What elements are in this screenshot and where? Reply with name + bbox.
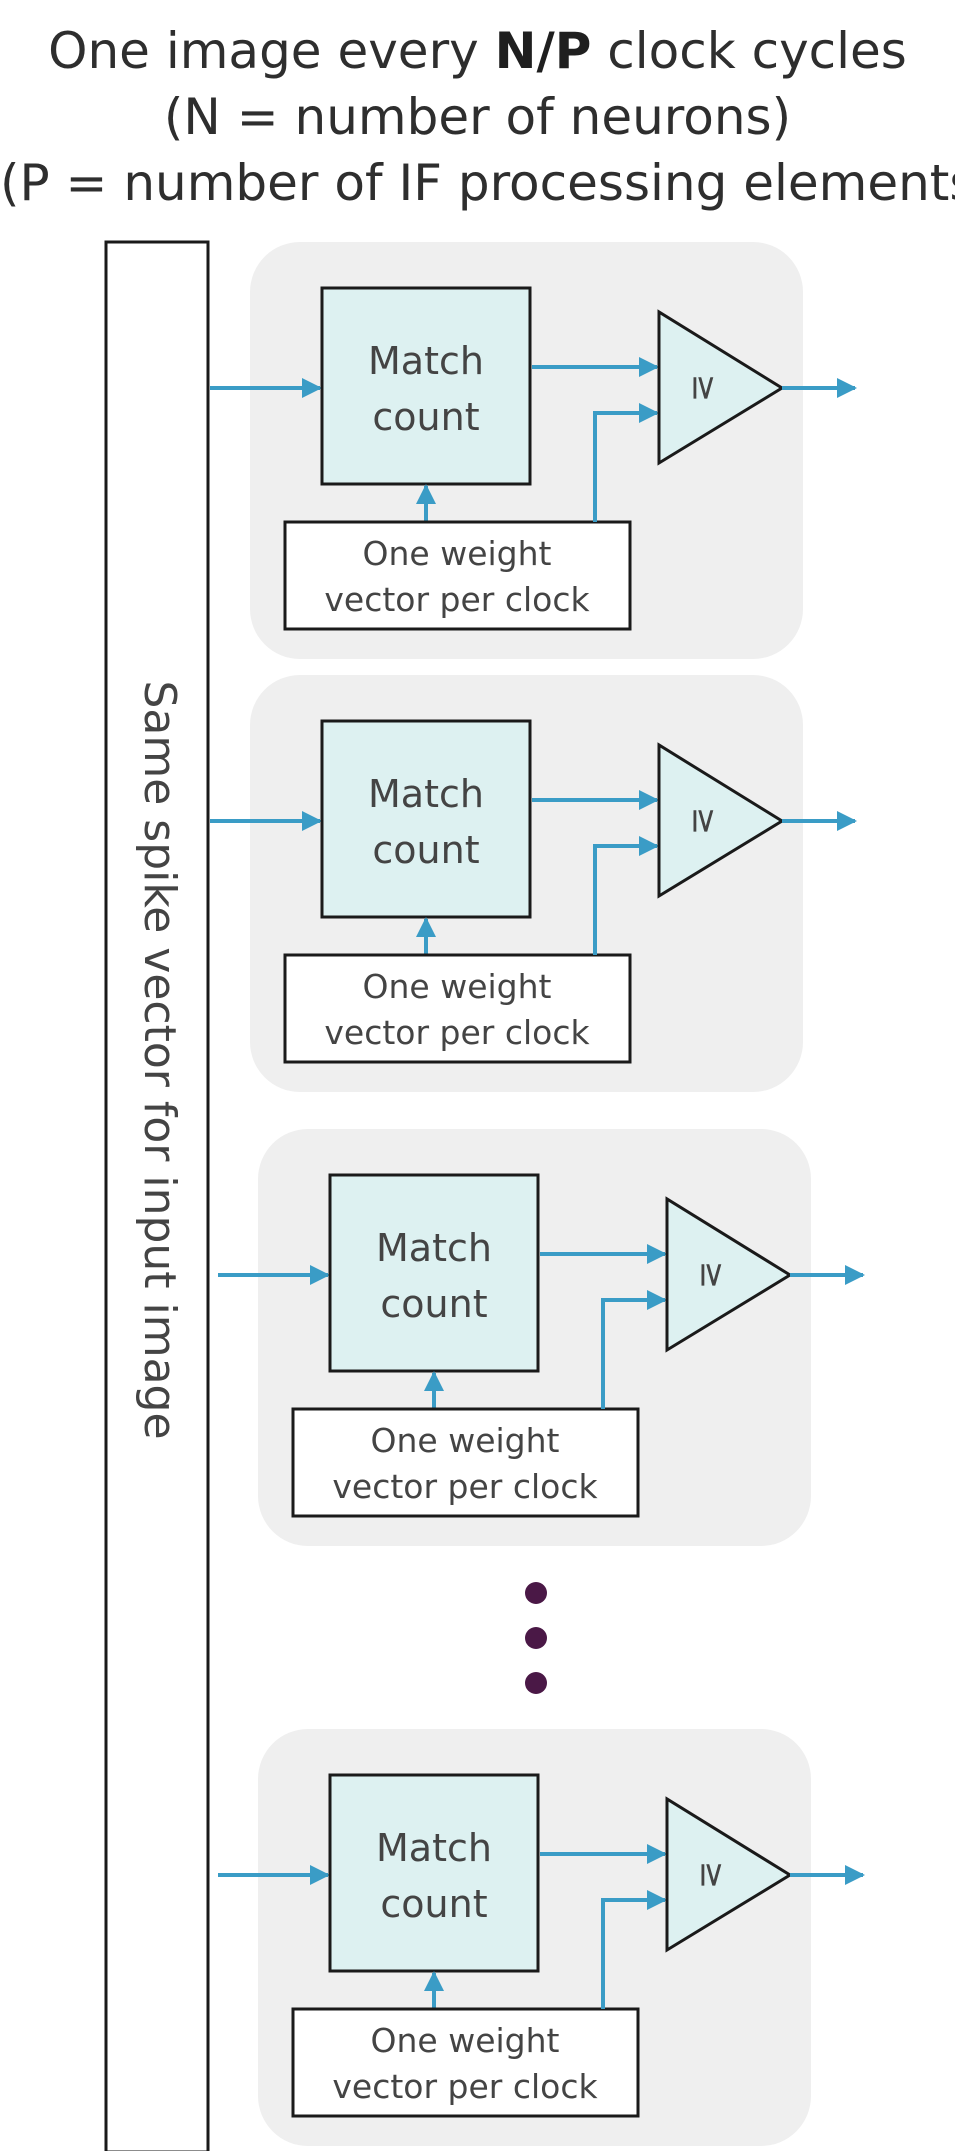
comparator-symbol: ≥ [685, 807, 725, 836]
match-count-label-line-1: Match [368, 339, 484, 383]
match-count-label-line-2: count [380, 1882, 487, 1926]
match-count-block [328, 1773, 540, 1973]
comparator-symbol: ≥ [693, 1861, 733, 1890]
header-line-2: (N = number of neurons) [163, 88, 792, 146]
comparator-triangle [657, 309, 785, 466]
match-count-label-line-1: Match [368, 772, 484, 816]
weight-vector-label-line-2: vector per clock [324, 1013, 590, 1052]
weight-vector-block [291, 2007, 640, 2118]
header-line-1-start: One image every [48, 22, 495, 80]
weight-vector-block [291, 1407, 640, 1518]
weight-vector-label-line-2: vector per clock [332, 2067, 598, 2106]
match-count-label-line-2: count [372, 395, 479, 439]
header-line-1: One image every N/P clock cycles [0, 18, 955, 84]
weight-vector-label-line-1: One weight [371, 1421, 560, 1460]
weight-vector-label-line-2: vector per clock [324, 580, 590, 619]
header-line-3: (P = number of IF processing elements) [0, 154, 955, 212]
ellipsis [525, 1582, 547, 1694]
match-count-label-line-2: count [372, 828, 479, 872]
comparator-symbol: ≥ [693, 1261, 733, 1290]
weight-vector-label-line-2: vector per clock [332, 1467, 598, 1506]
match-count-label-line-2: count [380, 1282, 487, 1326]
ellipsis-dot [525, 1627, 547, 1649]
weight-vector-label-line-1: One weight [371, 2021, 560, 2060]
match-count-block [328, 1173, 540, 1373]
comparator-triangle [665, 1196, 793, 1353]
match-count-block [320, 286, 532, 486]
header-line-1-end: clock cycles [591, 22, 907, 80]
match-count-label-line-1: Match [376, 1226, 492, 1270]
match-count-block [320, 719, 532, 919]
weight-to-comparator-arrow [593, 836, 659, 955]
weight-vector-block [283, 953, 632, 1064]
header-bold-np: N/P [494, 22, 592, 80]
comparator-symbol: ≥ [685, 374, 725, 403]
weight-to-comparator-arrow [593, 403, 659, 522]
weight-vector-block [283, 520, 632, 631]
ellipsis-dot [525, 1672, 547, 1694]
match-count-label-line-1: Match [376, 1826, 492, 1870]
weight-to-comparator-arrow [601, 1890, 667, 2009]
comparator-triangle [665, 1796, 793, 1953]
weight-to-comparator-arrow [601, 1290, 667, 1409]
input-bar [104, 240, 210, 2151]
weight-vector-label-line-1: One weight [363, 534, 552, 573]
input-bar-label: Same spike vector for input image [134, 680, 185, 1439]
diagram-header: One image every N/P clock cycles (N = nu… [0, 18, 955, 216]
comparator-triangle [657, 742, 785, 899]
ellipsis-dot [525, 1582, 547, 1604]
weight-vector-label-line-1: One weight [363, 967, 552, 1006]
